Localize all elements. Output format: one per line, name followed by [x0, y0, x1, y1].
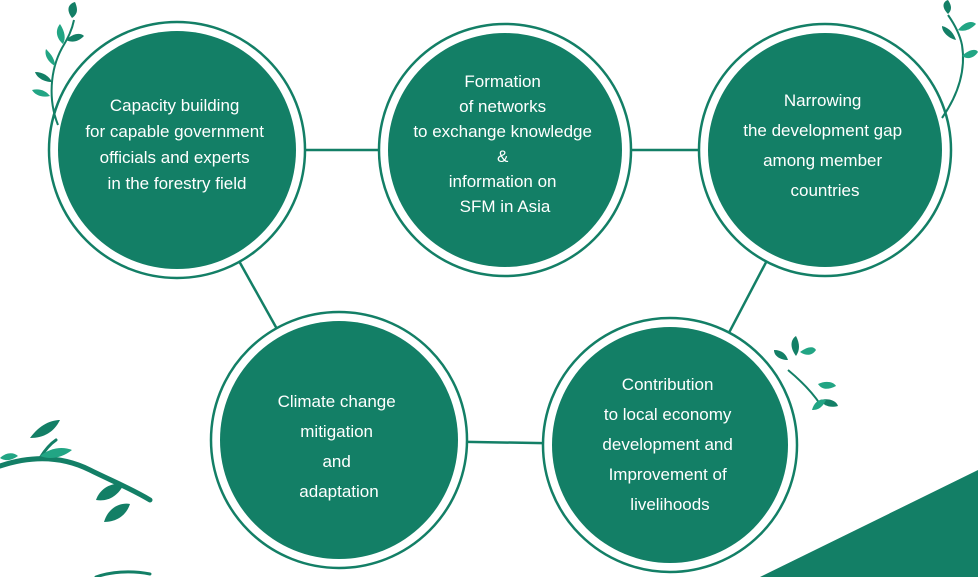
node-local-economy: Contribution to local economy developmen…: [541, 316, 799, 574]
node-label-line: to local economy: [604, 405, 732, 424]
green-band-shape: [760, 470, 978, 577]
connector-climate-change-to-local-economy: [466, 440, 544, 445]
node-label-line: for capable government: [85, 122, 264, 141]
node-label-line: among member: [763, 151, 882, 170]
leaf-icon: [791, 336, 799, 356]
leaf-sprig-top-left: [32, 2, 84, 126]
sprig-stem: [50, 19, 75, 126]
leaf-icon: [0, 453, 18, 461]
node-label: Capacity building for capable government…: [85, 96, 268, 193]
node-group: Capacity building for capable government…: [47, 20, 953, 574]
sprig-stem: [941, 14, 964, 119]
leaf-icon: [66, 33, 84, 42]
node-ring: [541, 316, 799, 574]
node-disc: [708, 33, 942, 267]
leaf-icon: [32, 89, 50, 97]
connector-capacity-building-to-climate-change: [238, 261, 278, 329]
leaf-icon: [943, 0, 951, 14]
node-formation-of-networks: Formation of networks to exchange knowle…: [377, 22, 633, 278]
node-ring: [697, 22, 953, 278]
node-capacity-building: Capacity building for capable government…: [47, 20, 307, 280]
leaf-icon: [962, 49, 978, 59]
node-narrowing-gap: Narrowing the development gap among memb…: [697, 22, 953, 278]
node-ring: [209, 310, 469, 570]
node-climate-change: Climate change mitigation and adaptation: [209, 310, 469, 570]
leaf-sprig-top-right: [941, 0, 978, 119]
node-disc: [220, 321, 458, 559]
sprig-stem: [787, 369, 821, 405]
node-label-line: to exchange knowledge: [413, 122, 592, 141]
node-label-line: countries: [791, 181, 860, 200]
leaf-icon: [818, 381, 836, 389]
node-label: Contribution to local economy developmen…: [602, 375, 737, 514]
node-label-line: in the forestry field: [108, 174, 247, 193]
node-label-line: development and: [602, 435, 732, 454]
node-disc: [58, 31, 296, 269]
node-label-line: livelihoods: [630, 495, 709, 514]
leaf-icon: [104, 503, 130, 522]
node-label-line: Climate change: [278, 392, 396, 411]
leaf-icon: [45, 49, 55, 66]
node-label-line: Formation: [464, 72, 541, 91]
leaf-icon: [800, 347, 816, 355]
leaf-icon: [40, 448, 72, 458]
node-label: Narrowing the development gap among memb…: [743, 91, 907, 200]
leaf-icon: [958, 22, 976, 31]
node-label-line: &: [497, 147, 509, 166]
node-label-line: Narrowing: [784, 91, 861, 110]
branch-bottom-left: [0, 420, 153, 577]
node-label-line: adaptation: [299, 482, 378, 501]
node-label-line: information on: [449, 172, 557, 191]
green-band-bottom-right: [760, 470, 978, 577]
connector-lines: [238, 148, 768, 445]
leaf-sprig-right-middle: [774, 336, 838, 410]
node-label: Climate change mitigation and adaptation: [278, 392, 401, 501]
leaf-icon: [942, 26, 956, 40]
node-label: Formation of networks to exchange knowle…: [413, 72, 596, 216]
node-label-line: Improvement of: [609, 465, 727, 484]
node-disc: [388, 33, 622, 267]
leaf-icon: [96, 483, 124, 501]
node-label-line: Capacity building: [110, 96, 239, 115]
node-label-line: officials and experts: [100, 148, 250, 167]
leaf-icon: [774, 350, 788, 360]
node-label-line: the development gap: [743, 121, 902, 140]
node-ring: [377, 22, 633, 278]
leaf-icon: [68, 2, 77, 18]
node-label-line: of networks: [459, 97, 546, 116]
node-ring: [47, 20, 307, 280]
node-label-line: and: [322, 452, 350, 471]
branch-stem: [0, 456, 153, 503]
connector-narrowing-gap-to-local-economy: [727, 260, 768, 334]
leaf-icon: [56, 24, 65, 44]
leaf-icon: [30, 420, 60, 438]
leaf-icon: [812, 399, 826, 410]
node-label-line: mitigation: [300, 422, 373, 441]
node-disc: [552, 327, 788, 563]
leaf-icon: [35, 72, 52, 82]
node-label-line: SFM in Asia: [460, 197, 551, 216]
node-label-line: Contribution: [622, 375, 714, 394]
branch-end-twig: [94, 570, 152, 577]
